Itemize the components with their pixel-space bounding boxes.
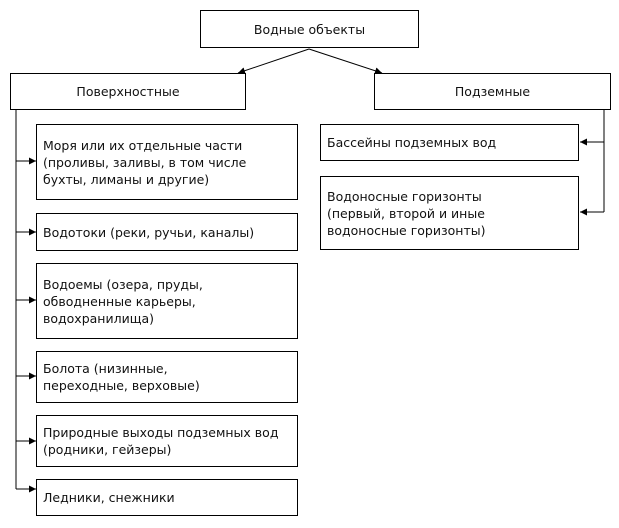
underground-item-basins: Бассейны подземных вод xyxy=(320,124,579,161)
surface-item-reservoirs: Водоемы (озера, пруды, обводненные карье… xyxy=(36,263,298,339)
underground-label: Подземные xyxy=(454,84,531,99)
underground-item-label: Бассейны подземных вод xyxy=(327,135,497,150)
arrow-to-underground xyxy=(308,48,383,75)
surface-item-seas: Моря или их отдельные части (проливы, за… xyxy=(36,124,298,200)
surface-item-label: Болота (низинные, переходные, верховые) xyxy=(43,361,200,393)
underground-node: Подземные xyxy=(374,73,611,110)
arrow-to-surface xyxy=(237,48,310,75)
root-label: Водные объекты xyxy=(253,21,366,37)
surface-item-springs: Природные выходы подземных вод (родники,… xyxy=(36,415,298,467)
underground-item-label: Водоносные горизонты (первый, второй и и… xyxy=(327,188,486,238)
surface-item-glaciers: Ледники, снежники xyxy=(36,479,298,516)
surface-node: Поверхностные xyxy=(10,73,246,110)
surface-label: Поверхностные xyxy=(76,84,180,99)
surface-item-swamps: Болота (низинные, переходные, верховые) xyxy=(36,351,298,403)
surface-item-label: Моря или их отдельные части (проливы, за… xyxy=(43,137,247,187)
surface-item-label: Природные выходы подземных вод (родники,… xyxy=(43,425,279,457)
surface-item-label: Водотоки (реки, ручьи, каналы) xyxy=(43,224,255,240)
surface-item-label: Водоемы (озера, пруды, обводненные карье… xyxy=(43,276,203,326)
root-node: Водные объекты xyxy=(200,10,419,48)
surface-item-label: Ледники, снежники xyxy=(43,490,175,505)
underground-item-aquifers: Водоносные горизонты (первый, второй и и… xyxy=(320,176,579,250)
surface-item-watercourses: Водотоки (реки, ручьи, каналы) xyxy=(36,213,298,251)
